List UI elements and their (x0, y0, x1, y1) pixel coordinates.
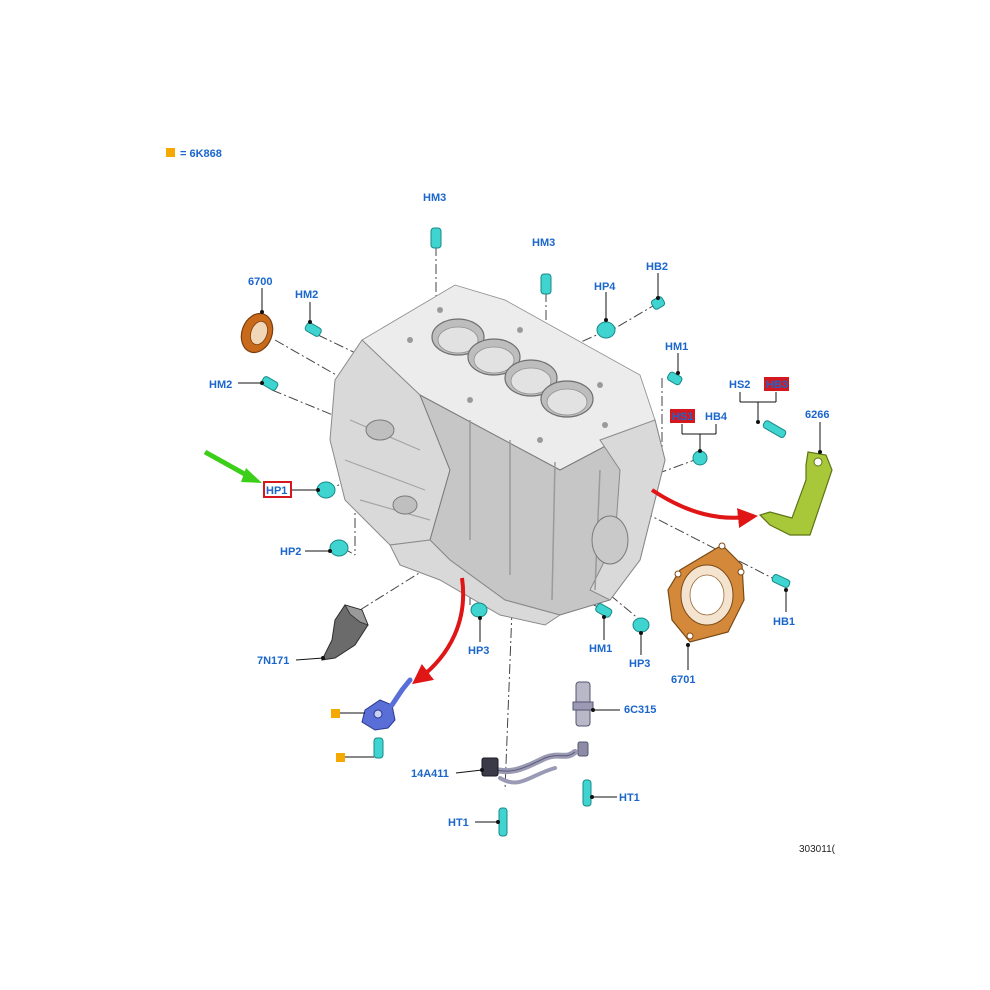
green-arrow-icon (241, 468, 262, 483)
label-6266: 6266 (805, 409, 829, 421)
bolt-hs2 (762, 420, 787, 438)
bolt-hm1-right (667, 371, 683, 386)
label-7n171: 7N171 (257, 655, 289, 667)
bolt-hm3-top (430, 227, 442, 249)
bolt-hb4 (692, 450, 708, 466)
red-arrow-icon (412, 577, 466, 685)
label-hp2: HP2 (280, 546, 301, 558)
rear-seal-retainer (667, 542, 745, 643)
knock-sensor (361, 677, 413, 731)
fasteners (261, 227, 791, 837)
label-ht1-bottom: HT1 (448, 817, 469, 829)
label-hp3-b: HP3 (629, 658, 650, 670)
label-hb4: HB4 (705, 411, 728, 423)
plug-hp2 (329, 539, 349, 557)
label-14a411: 14A411 (411, 768, 449, 780)
hp1-highlight (263, 481, 292, 498)
baffle-7n171 (321, 604, 369, 661)
label-hm3-mid: HM3 (532, 237, 555, 249)
label-hm2-upper: HM2 (295, 289, 318, 301)
bolt-hm3-mid (540, 273, 552, 295)
label-hp1: HP1 (266, 485, 287, 497)
stud-ht1-bottom (498, 807, 508, 837)
orange-square-icon (166, 148, 175, 157)
orange-square-icon (331, 709, 340, 718)
bolt-hm1-bottom (595, 603, 613, 618)
label-6701: 6701 (671, 674, 695, 686)
stud-ht1-right (582, 779, 592, 807)
legend: = 6K868 (166, 148, 222, 160)
crankshaft-position-sensor (572, 681, 594, 757)
bolt-sensor (373, 737, 384, 759)
plug-hp3-a (470, 602, 488, 618)
plug-hp3-b (632, 617, 650, 633)
engine-block (329, 284, 666, 626)
bolt-hb1 (771, 574, 791, 588)
green-arrow-icon (203, 449, 252, 480)
label-hb2: HB2 (646, 261, 668, 273)
red-arrow-icon (650, 488, 758, 529)
label-hs1: HS1 (672, 411, 693, 423)
indicator-arrows (203, 449, 758, 685)
label-hs2: HS2 (729, 379, 750, 391)
label-hm1-bottom: HM1 (589, 643, 612, 655)
wiring-harness (481, 749, 578, 785)
label-hm2-left: HM2 (209, 379, 232, 391)
label-hm3-top: HM3 (423, 192, 446, 204)
hb3-highlight (764, 377, 789, 391)
reference-number: 303011( (799, 844, 836, 855)
label-6c315: 6C315 (624, 704, 656, 716)
label-hm1-right: HM1 (665, 341, 688, 353)
plug-hp4 (596, 321, 616, 339)
bolt-hm2-upper (304, 322, 322, 337)
leader-lines (238, 273, 822, 824)
label-hp3-a: HP3 (468, 645, 489, 657)
label-hb3: HB3 (766, 379, 788, 391)
label-hp4: HP4 (594, 281, 616, 293)
front-crankshaft-seal (240, 312, 274, 354)
label-hb1: HB1 (773, 616, 795, 628)
bolt-hm2-left (261, 376, 279, 391)
label-ht1-right: HT1 (619, 792, 640, 804)
bracket-6266 (758, 451, 833, 536)
bolt-hb2 (650, 296, 666, 310)
label-6700: 6700 (248, 276, 272, 288)
highlight-boxes (263, 377, 789, 498)
orange-square-icon (336, 753, 345, 762)
legend-text: = 6K868 (180, 148, 222, 160)
part-labels: HM3 HM3 HB2 HP4 6700 HM2 HM2 HM1 HS2 HB3… (209, 192, 836, 855)
hs1-highlight (670, 409, 695, 423)
